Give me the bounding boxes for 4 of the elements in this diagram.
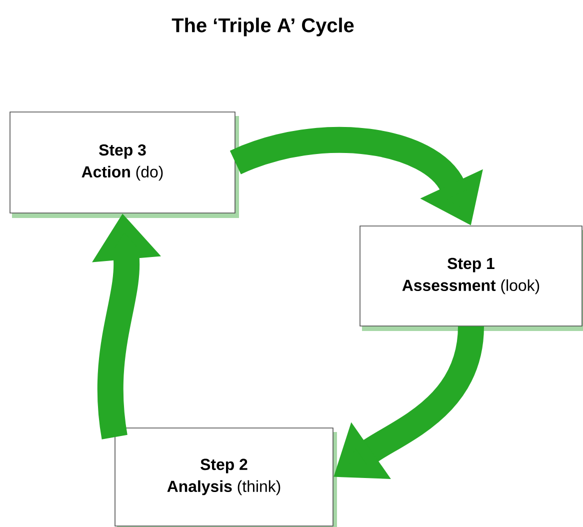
step-box: Step 1 Assessment (look) xyxy=(360,226,583,331)
title: The ‘Triple A’ Cycle xyxy=(172,18,354,36)
step-box: Step 2 Analysis (think) xyxy=(114,428,337,527)
step-box: Step 3 Action (do) xyxy=(10,112,239,218)
